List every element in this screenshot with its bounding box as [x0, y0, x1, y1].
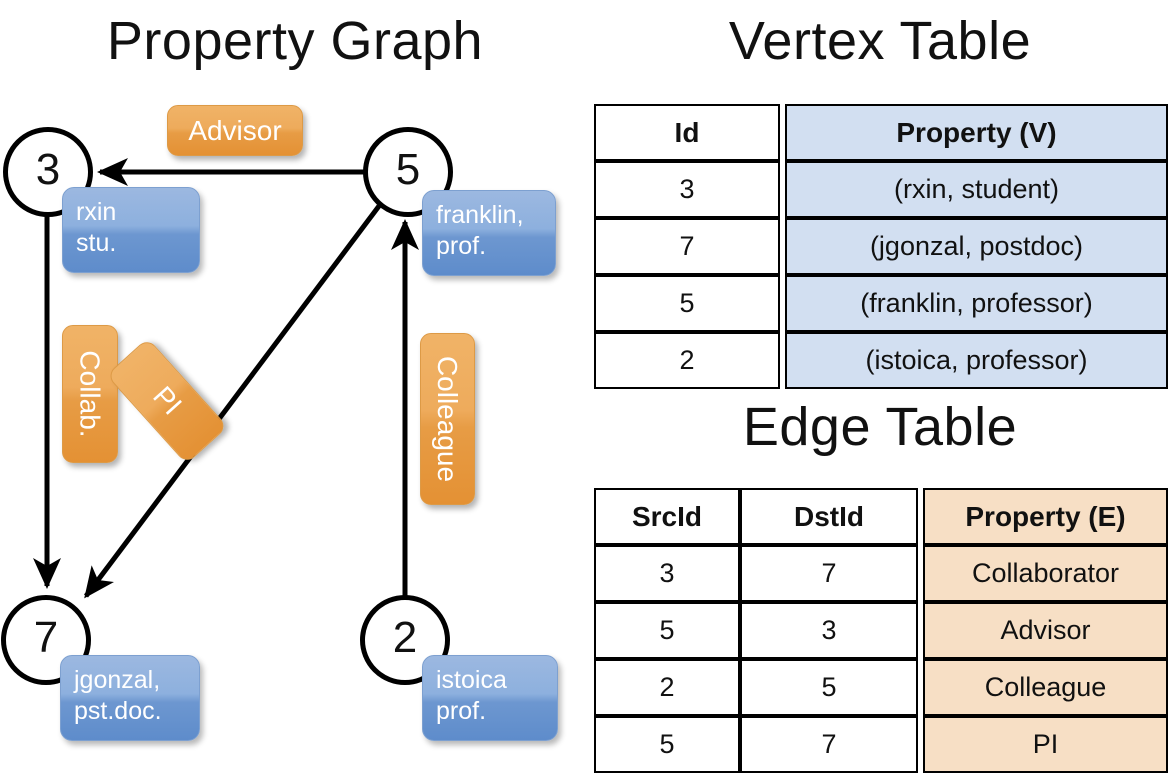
- edge-cell-srcid: 2: [594, 659, 740, 716]
- edge-cell-srcid: 5: [594, 716, 740, 773]
- edge-cell-dstid: 3: [740, 602, 918, 659]
- graph-node-2-label: 2: [392, 613, 418, 662]
- edge-cell-dstid: 7: [740, 716, 918, 773]
- vertex-table-gap: [780, 104, 785, 161]
- edge-table-gap: [918, 488, 923, 545]
- edge-cell-dstid: 7: [740, 545, 918, 602]
- vertex-cell-id: 2: [594, 332, 780, 389]
- vertex-table-gap: [780, 275, 785, 332]
- edge-table-gap: [918, 659, 923, 716]
- page-title-property-graph: Property Graph: [106, 11, 484, 71]
- edge-table-gap: [918, 545, 923, 602]
- vertex-table-gap: [780, 161, 785, 218]
- graph-node-7-label: 7: [33, 613, 59, 662]
- vertex-table-header-row: Id Property (V): [594, 104, 1168, 161]
- edge-5-to-7-pi: [84, 204, 381, 599]
- edge-table-col-dstid: DstId: [740, 488, 918, 545]
- node-7-property-line2: pst.doc.: [74, 697, 162, 726]
- edge-label-colleague: Colleague: [420, 333, 475, 505]
- table-row: 2 (istoica, professor): [594, 332, 1168, 389]
- edge-table-gap: [918, 602, 923, 659]
- node-5-property-line1: franklin,: [436, 201, 524, 229]
- table-row: 5 7 PI: [594, 716, 1168, 773]
- table-row: 7 (jgonzal, postdoc): [594, 218, 1168, 275]
- edge-label-colleague-text: Colleague: [432, 355, 464, 483]
- vertex-cell-property: (jgonzal, postdoc): [785, 218, 1168, 275]
- vertex-cell-property: (istoica, professor): [785, 332, 1168, 389]
- table-row: 2 5 Colleague: [594, 659, 1168, 716]
- edge-table-header-row: SrcId DstId Property (E): [594, 488, 1168, 545]
- table-row: 5 (franklin, professor): [594, 275, 1168, 332]
- edge-cell-srcid: 5: [594, 602, 740, 659]
- vertex-table-col-id: Id: [594, 104, 780, 161]
- edge-table: SrcId DstId Property (E) 3 7 Collaborato…: [594, 488, 1168, 773]
- vertex-table-col-property: Property (V): [785, 104, 1168, 161]
- edge-cell-property: PI: [923, 716, 1168, 773]
- edge-label-advisor-text: Advisor: [188, 114, 282, 146]
- page-title-edge-table: Edge Table: [742, 397, 1018, 457]
- graph-node-5[interactable]: 5: [363, 127, 453, 217]
- node-3-property-callout: rxin stu.: [62, 187, 200, 273]
- graph-node-2[interactable]: 2: [360, 595, 450, 685]
- node-5-property-line2: prof.: [436, 232, 487, 261]
- table-row: 3 (rxin, student): [594, 161, 1168, 218]
- vertex-cell-property: (franklin, professor): [785, 275, 1168, 332]
- graph-node-3-label: 3: [35, 145, 61, 194]
- vertex-cell-property: (rxin, student): [785, 161, 1168, 218]
- edge-table-col-srcid: SrcId: [594, 488, 740, 545]
- vertex-table-gap: [780, 332, 785, 389]
- node-3-property-line1: rxin: [76, 198, 117, 226]
- edge-label-advisor: Advisor: [167, 105, 303, 156]
- vertex-table: Id Property (V) 3 (rxin, student) 7 (jgo…: [594, 104, 1168, 389]
- node-5-property-callout: franklin, prof.: [422, 190, 556, 276]
- node-7-property-callout: jgonzal, pst.doc.: [60, 655, 200, 741]
- vertex-cell-id: 7: [594, 218, 780, 275]
- edge-table-gap: [918, 716, 923, 773]
- edge-cell-property: Advisor: [923, 602, 1168, 659]
- edge-label-pi-text: PI: [146, 380, 188, 421]
- vertex-table-gap: [780, 218, 785, 275]
- edge-cell-srcid: 3: [594, 545, 740, 602]
- vertex-cell-id: 3: [594, 161, 780, 218]
- table-row: 3 7 Collaborator: [594, 545, 1168, 602]
- edge-table-col-property: Property (E): [923, 488, 1168, 545]
- node-7-property-line1: jgonzal,: [74, 666, 161, 694]
- node-2-property-line1: istoica: [436, 666, 507, 694]
- graph-edges-layer: [32, 157, 420, 599]
- graph-node-5-label: 5: [395, 145, 421, 194]
- vertex-cell-id: 5: [594, 275, 780, 332]
- node-3-property-line2: stu.: [76, 229, 117, 258]
- edge-cell-property: Colleague: [923, 659, 1168, 716]
- edge-label-collab: Collab.: [62, 325, 118, 463]
- property-graph-diagram: 3 5 7 2 rxin stu. franklin, prof. jgonza…: [0, 0, 590, 760]
- edge-cell-dstid: 5: [740, 659, 918, 716]
- edge-cell-property: Collaborator: [923, 545, 1168, 602]
- page-title-vertex-table: Vertex Table: [728, 11, 1032, 71]
- edge-label-collab-text: Collab.: [75, 350, 107, 438]
- node-2-property-callout: istoica prof.: [422, 655, 558, 741]
- node-2-property-line2: prof.: [436, 697, 487, 726]
- table-row: 5 3 Advisor: [594, 602, 1168, 659]
